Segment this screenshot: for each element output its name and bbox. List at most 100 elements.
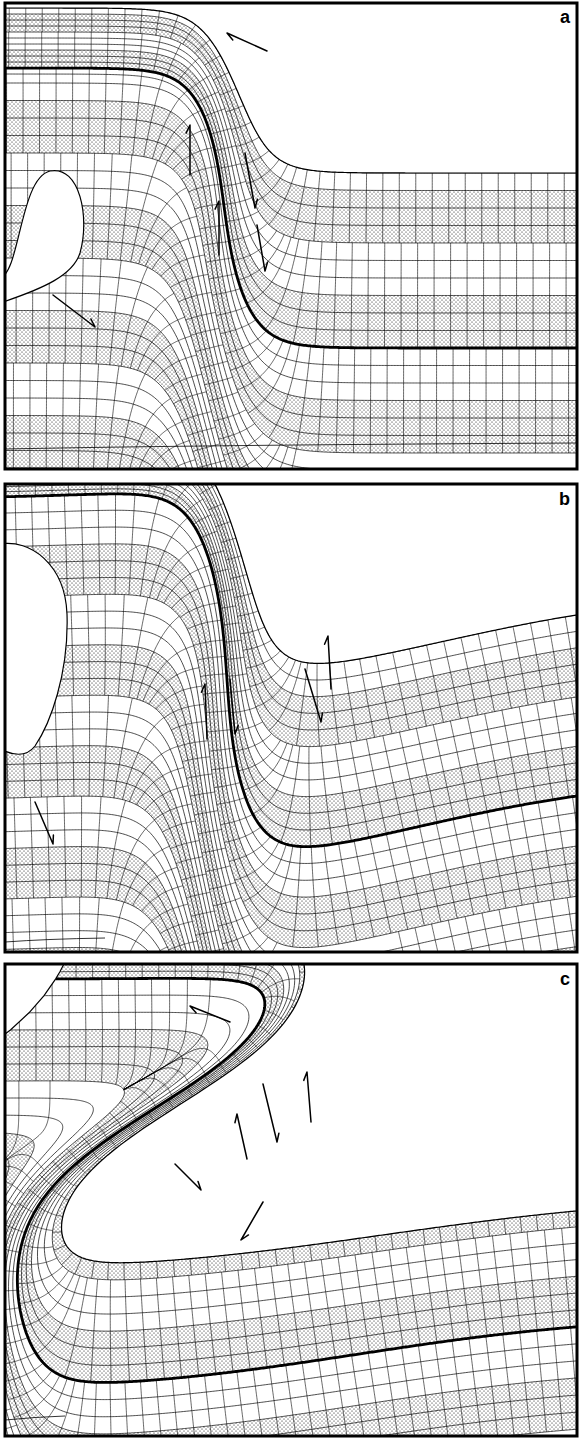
grid-cross-line	[382, 173, 383, 243]
grid-cross-line	[360, 659, 375, 738]
grid-cross-line	[254, 164, 288, 202]
grid-cross-line	[537, 704, 553, 800]
grid-cross-line	[174, 392, 207, 404]
grid-cross-line	[500, 243, 501, 348]
grid-cross-line	[234, 593, 252, 597]
grid-cross-line	[130, 293, 174, 368]
layer-line	[5, 1184, 577, 1436]
layer-line	[37, 964, 577, 1314]
grid-cross-line	[161, 255, 205, 276]
grid-cross-line	[226, 211, 258, 221]
layer-line	[5, 1149, 577, 1436]
grid-cross-line	[530, 623, 544, 702]
stippled-layer	[5, 1149, 577, 1436]
grid-cross-line	[145, 336, 191, 374]
grid-cross-line	[375, 1236, 377, 1252]
grid-cross-line	[349, 173, 350, 243]
layer-line	[5, 381, 577, 470]
grid-cross-line	[160, 921, 192, 933]
grid-cross-line	[105, 902, 124, 952]
grid-cross-line	[420, 348, 421, 453]
grid-cross-line	[182, 757, 210, 762]
grid-cross-line	[173, 1260, 174, 1277]
layer-line	[5, 14, 577, 190]
grid-cross-line	[75, 964, 76, 979]
grid-cross-line	[96, 1125, 108, 1140]
grid-cross-line	[335, 1358, 350, 1436]
grid-cross-line	[81, 258, 83, 363]
grid-cross-line	[467, 243, 468, 348]
layer-line	[62, 964, 577, 1263]
grid-cross-line	[5, 1166, 33, 1194]
grid-cross-line	[492, 1236, 503, 1334]
grid-cross-line	[370, 837, 391, 933]
panel-letter: a	[558, 7, 572, 29]
grid-cross-line	[436, 348, 437, 453]
grid-cross-line	[370, 348, 372, 453]
grid-cross-line	[205, 56, 221, 66]
grid-cross-line	[391, 1234, 393, 1250]
grid-cross-line	[257, 964, 286, 989]
grid-cross-line	[164, 565, 211, 603]
grid-cross-line	[5, 1081, 19, 1194]
grid-cross-line	[5, 1425, 17, 1432]
grid-cross-line	[21, 1245, 53, 1248]
grid-cross-line	[23, 68, 24, 153]
grid-cross-line	[241, 1254, 243, 1270]
grid-cross-line	[137, 616, 179, 699]
grid-cross-line	[63, 1176, 74, 1185]
grid-cross-line	[536, 1215, 538, 1231]
grid-cross-line	[180, 603, 219, 618]
layer-line	[5, 1252, 577, 1436]
grid-cross-line	[310, 1245, 312, 1261]
layer-line	[5, 484, 577, 697]
layer-line	[5, 484, 577, 813]
layer-line	[5, 1167, 577, 1436]
stippled-layer	[22, 964, 577, 1365]
grid-cross-line	[178, 741, 208, 747]
grid-cross-line	[366, 739, 386, 834]
grid-cross-line	[217, 797, 246, 804]
layer-line	[5, 830, 577, 952]
grid-cross-line	[203, 692, 228, 694]
grid-cross-line	[85, 979, 87, 1081]
grid-cross-line	[182, 166, 218, 179]
grid-cross-line	[162, 821, 195, 832]
grid-cross-line	[88, 595, 90, 696]
stippled-layer	[5, 1047, 577, 1436]
grid-cross-line	[18, 484, 20, 496]
layer-line	[5, 101, 577, 401]
free-surface	[62, 964, 577, 1263]
grid-cross-line	[34, 484, 36, 496]
grid-cross-line	[547, 173, 548, 243]
grid-cross-line	[221, 538, 236, 543]
grid-cross-line	[436, 823, 457, 919]
grid-cross-line	[186, 312, 216, 320]
grid-cross-line	[5, 1179, 24, 1194]
grid-cross-line	[292, 1247, 294, 1263]
grid-cross-line	[189, 184, 221, 192]
grid-cross-line	[144, 441, 189, 469]
layer-line	[5, 20, 577, 208]
grid-cross-line	[145, 786, 188, 811]
grid-cross-line	[198, 829, 221, 834]
grid-cross-line	[233, 1053, 240, 1062]
grid-cross-line	[496, 630, 512, 708]
grid-cross-line	[269, 662, 301, 731]
grid-cross-line	[29, 1223, 53, 1230]
grid-cross-line	[187, 427, 215, 435]
grid-cross-line	[399, 173, 400, 243]
grid-cross-line	[403, 348, 404, 453]
layer-line	[5, 880, 577, 952]
grid-cross-line	[193, 515, 211, 524]
layer-line	[5, 484, 577, 730]
grid-cross-line	[499, 910, 518, 952]
grid-cross-line	[213, 72, 229, 80]
grid-cross-line	[319, 1360, 334, 1436]
grid-cross-line	[230, 336, 274, 370]
grid-cross-line	[510, 1234, 521, 1332]
grid-cross-line	[450, 243, 451, 348]
grid-cross-line	[527, 1232, 537, 1331]
grid-cross-line	[402, 1348, 417, 1436]
grid-cross-line	[92, 1382, 96, 1436]
